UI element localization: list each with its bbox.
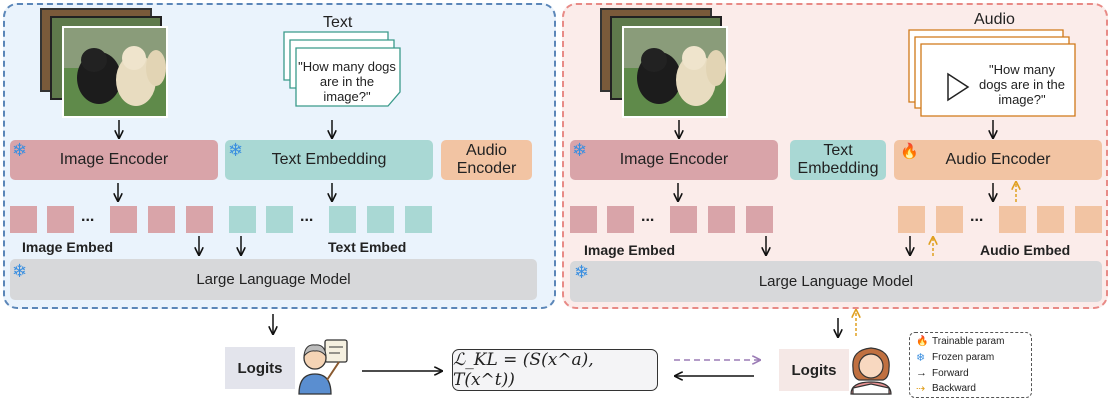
- fire-icon: 🔥: [916, 336, 929, 347]
- snowflake-icon: ❄: [12, 261, 28, 281]
- audio-token: [999, 206, 1026, 233]
- audio-embed-label: Audio Embed: [980, 242, 1071, 258]
- text-token: [266, 206, 293, 233]
- image-token: [10, 206, 37, 233]
- dogs-photo: [622, 26, 728, 118]
- snowflake-icon: ❄: [572, 140, 588, 160]
- image-token: [670, 206, 697, 233]
- text-token: [229, 206, 256, 233]
- play-icon: [947, 72, 970, 102]
- image-token: [148, 206, 175, 233]
- image-token: [186, 206, 213, 233]
- teacher-icon: [298, 339, 348, 395]
- snowflake-icon: ❄: [12, 140, 28, 160]
- legend-backward: ⇢ Backward: [916, 382, 976, 395]
- audio-token: [936, 206, 963, 233]
- image-token: [708, 206, 735, 233]
- ellipsis: ...: [970, 208, 984, 225]
- legend: 🔥 Trainable param ❄ Frozen param → Forwa…: [909, 332, 1032, 398]
- text-prompt: "How many dogs are in the image?": [298, 59, 396, 104]
- legend-trainable: 🔥 Trainable param: [916, 336, 1004, 347]
- audio-token: [898, 206, 925, 233]
- audio-encoder: Audio Encoder: [894, 140, 1102, 180]
- image-input-stack: [600, 8, 730, 118]
- text-token: [367, 206, 394, 233]
- ellipsis: ...: [81, 208, 95, 225]
- legend-forward: → Forward: [916, 367, 969, 379]
- text-embedding-label: Text Embedding: [271, 150, 387, 168]
- teacher-llm: Large Language Model: [10, 259, 537, 300]
- audio-title: Audio: [974, 11, 1015, 28]
- audio-token: [1075, 206, 1102, 233]
- fire-icon: 🔥: [900, 143, 919, 160]
- audio-token: [1037, 206, 1064, 233]
- kl-loss-formula: ℒ_KL = (S(x^a), T(x^t)): [452, 349, 658, 391]
- audio-encoder-label: Audio Encoder: [456, 141, 517, 177]
- legend-frozen: ❄ Frozen param: [916, 351, 994, 364]
- text-document-stack: [283, 31, 401, 107]
- audio-encoder: Audio Encoder: [441, 140, 532, 180]
- image-encoder: Image Encoder: [10, 140, 218, 180]
- audio-encoder-label: Audio Encoder: [945, 150, 1051, 168]
- student-logits: Logits: [779, 349, 849, 391]
- logits-label: Logits: [791, 361, 837, 379]
- logits-label: Logits: [237, 359, 283, 377]
- legend-forward-label: Forward: [932, 367, 969, 379]
- image-encoder: Image Encoder: [570, 140, 778, 180]
- teacher-logits: Logits: [225, 347, 295, 389]
- snowflake-icon: ❄: [574, 262, 590, 282]
- image-token: [570, 206, 597, 233]
- llm-label: Large Language Model: [196, 270, 351, 288]
- text-embed-label: Text Embed: [328, 239, 407, 255]
- dogs-photo: [62, 26, 168, 118]
- text-embedding: Text Embedding: [225, 140, 433, 180]
- snowflake-icon: ❄: [228, 140, 244, 160]
- legend-frozen-label: Frozen param: [932, 352, 995, 363]
- text-title: Text: [323, 14, 353, 31]
- text-embedding: Text Embedding: [790, 140, 886, 180]
- text-token: [329, 206, 356, 233]
- image-token: [110, 206, 137, 233]
- formula-text: ℒ_KL = (S(x^a), T(x^t)): [453, 350, 594, 390]
- ellipsis: ...: [300, 208, 314, 225]
- dashed-arrow-icon: ⇢: [916, 383, 926, 395]
- image-token: [746, 206, 773, 233]
- text-embedding-label: Text Embedding: [797, 141, 879, 177]
- image-embed-label: Image Embed: [22, 239, 114, 255]
- ellipsis: ...: [641, 208, 655, 225]
- image-token: [607, 206, 634, 233]
- image-encoder-label: Image Encoder: [59, 150, 169, 168]
- image-token: [47, 206, 74, 233]
- audio-prompt: "How many dogs are in the image?": [978, 62, 1065, 107]
- image-input-stack: [40, 8, 170, 118]
- student-llm: Large Language Model: [570, 261, 1102, 302]
- legend-backward-label: Backward: [932, 383, 976, 394]
- image-encoder-label: Image Encoder: [619, 150, 729, 168]
- arrow-right-icon: →: [916, 367, 927, 379]
- snowflake-icon: ❄: [916, 352, 926, 364]
- image-embed-label: Image Embed: [584, 242, 676, 258]
- text-token: [405, 206, 432, 233]
- legend-trainable-label: Trainable param: [932, 336, 1005, 347]
- llm-label: Large Language Model: [758, 272, 914, 290]
- student-icon: [850, 347, 892, 395]
